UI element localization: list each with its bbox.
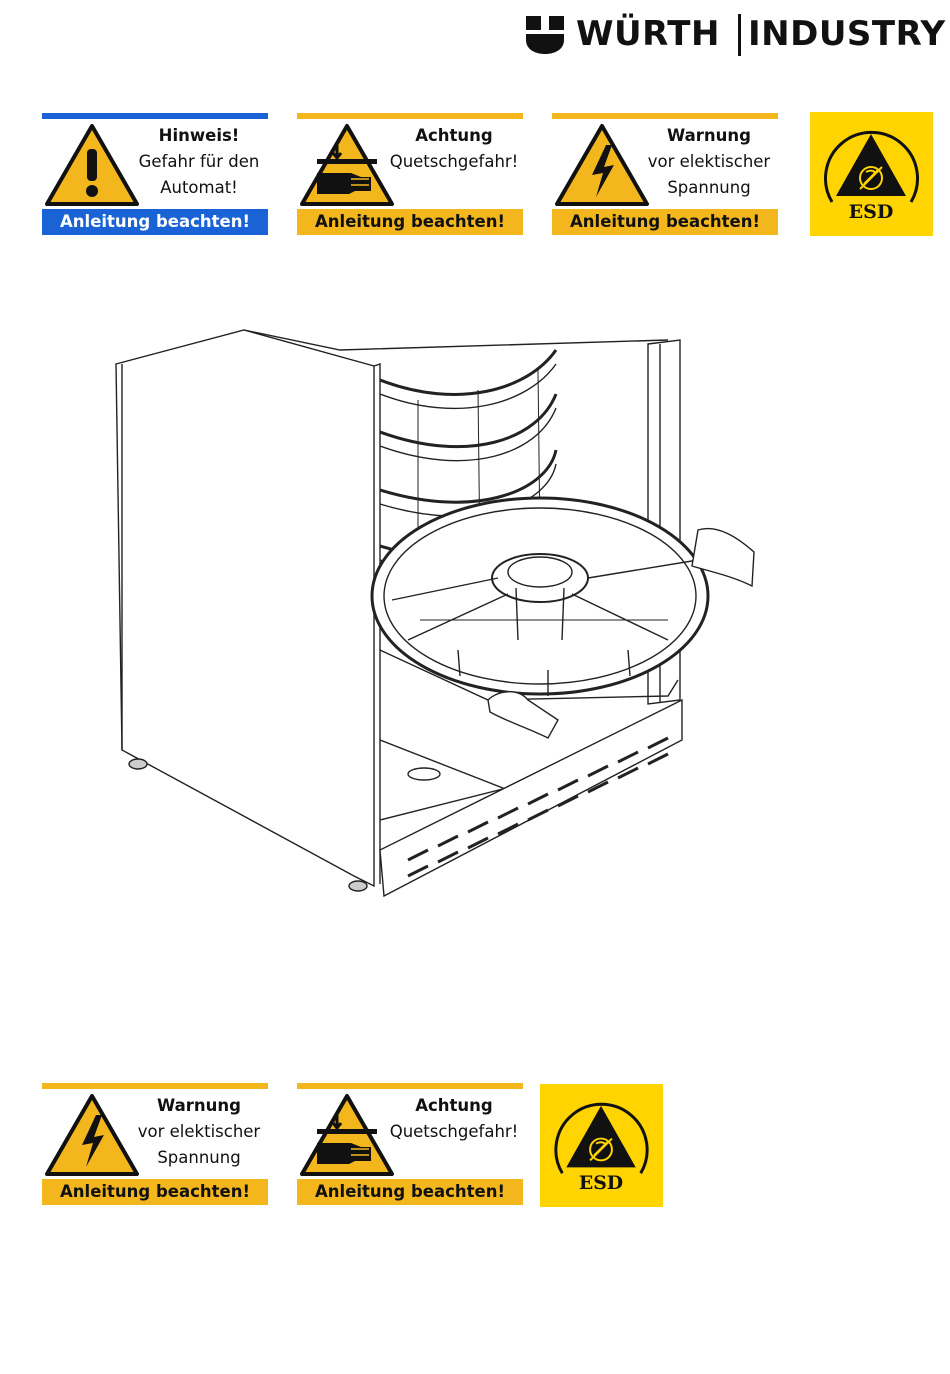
logo-brand-text: WÜRTH [576,14,720,54]
sign-footer: Anleitung beachten! [297,1179,523,1205]
sign-top-bar [42,1083,268,1089]
sign-footer: Anleitung beachten! [297,209,523,235]
sign-text: Warnung vor elektischer Spannung [130,1093,268,1177]
wurth-industry-logo: WÜRTH INDUSTRY [524,12,934,58]
warnung-sign-bottom: Warnung vor elektischer Spannung Anleitu… [42,1083,268,1205]
sign-top-bar [42,113,268,119]
sign-footer: Anleitung beachten! [42,1179,268,1205]
esd-icon: ESD [810,112,933,236]
wurth-logo-icon [524,14,566,56]
warnung-sign: Warnung vor elektischer Spannung Anleitu… [552,113,778,235]
sign-footer: Anleitung beachten! [552,209,778,235]
vending-machine-carousel-drawing [108,320,808,910]
sign-text: Achtung Quetschgefahr! [385,123,523,207]
sign-text: Achtung Quetschgefahr! [385,1093,523,1177]
sign-top-bar [297,1083,523,1089]
esd-sign: ESD [810,112,933,236]
sign-text: Hinweis! Gefahr für den Automat! [130,123,268,207]
esd-label: ESD [579,1172,623,1194]
sign-top-bar [297,113,523,119]
sign-top-bar [552,113,778,119]
exclamation-icon [44,123,140,207]
esd-sign-bottom: ESD [540,1084,663,1207]
crush-hand-icon [299,123,395,207]
crush-hand-icon [299,1093,395,1177]
high-voltage-icon [554,123,650,207]
sign-text: Warnung vor elektischer Spannung [640,123,778,207]
hinweis-sign: Hinweis! Gefahr für den Automat! Anleitu… [42,113,268,235]
achtung-sign-bottom: Achtung Quetschgefahr! Anleitung beachte… [297,1083,523,1205]
logo-divider [738,14,741,56]
sign-footer: Anleitung beachten! [42,209,268,235]
logo-division-text: INDUSTRY [748,14,946,54]
esd-label: ESD [849,201,894,223]
esd-icon: ESD [540,1084,663,1207]
achtung-sign: Achtung Quetschgefahr! Anleitung beachte… [297,113,523,235]
high-voltage-icon [44,1093,140,1177]
